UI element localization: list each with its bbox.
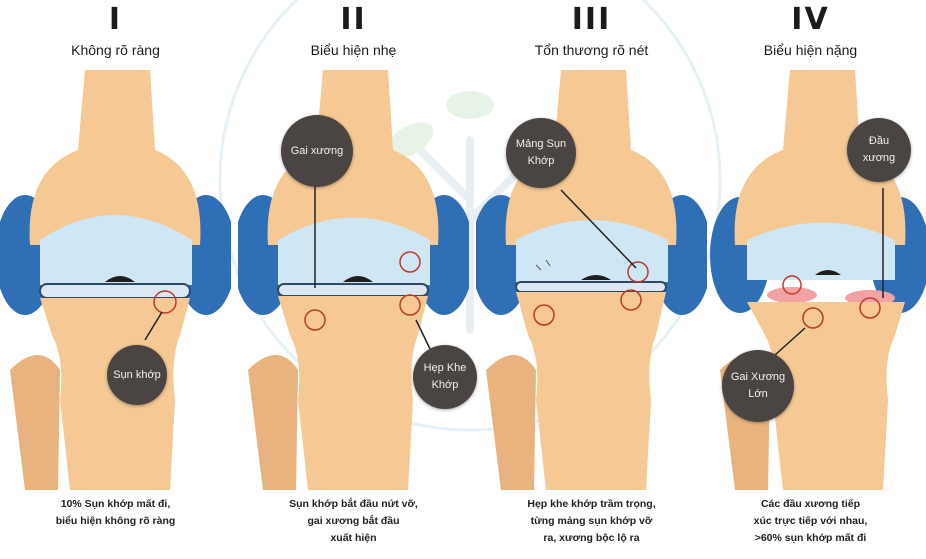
callout-bone-end: Đầu xương — [847, 118, 911, 182]
stage-caption: Các đầu xương tiếp xúc trực tiếp với nha… — [705, 496, 916, 547]
stage-title: Không rõ ràng — [0, 42, 231, 58]
stage-number: I — [0, 2, 231, 37]
stage-number: II — [238, 2, 469, 37]
callout-cartilage: Sụn khớp — [107, 345, 167, 405]
stage-title: Tổn thương rõ nét — [476, 42, 707, 58]
stage-number: III — [476, 2, 707, 37]
stage-caption: 10% Sụn khớp mất đi, biểu hiện không rõ … — [10, 496, 221, 530]
stage-panel-4: IV Biểu hiện nặng Đầu xương Gai Xương Lớ… — [695, 0, 926, 559]
stage-caption: Sụn khớp bắt đầu nứt vỡ, gai xương bắt đ… — [248, 496, 459, 547]
knee-illustration-stage-1 — [0, 70, 231, 490]
stage-panel-2: II Biểu hiện nhẹ Gai xương Hẹp Khe Khớp … — [238, 0, 469, 559]
callout-large-bone-spur: Gai Xương Lớn — [722, 350, 794, 422]
callout-cartilage-fragment: Mảng Sụn Khớp — [506, 118, 576, 188]
stage-number: IV — [695, 2, 926, 37]
stage-panel-3: III Tổn thương rõ nét Mảng Sụn Khớp Hẹp … — [476, 0, 707, 559]
stage-caption: Hẹp khe khớp trầm trọng, từng mảng sụn k… — [486, 496, 697, 547]
stage-panel-1: I Không rõ ràng Sụn khớp 10% Sụn khớp mấ… — [0, 0, 231, 559]
stage-title: Biểu hiện nhẹ — [238, 42, 469, 58]
callout-bone-spur: Gai xương — [281, 115, 353, 187]
callout-joint-space-narrowing: Hẹp Khe Khớp — [413, 345, 477, 409]
stage-title: Biểu hiện nặng — [695, 42, 926, 58]
knee-illustration-stage-2 — [238, 70, 469, 490]
